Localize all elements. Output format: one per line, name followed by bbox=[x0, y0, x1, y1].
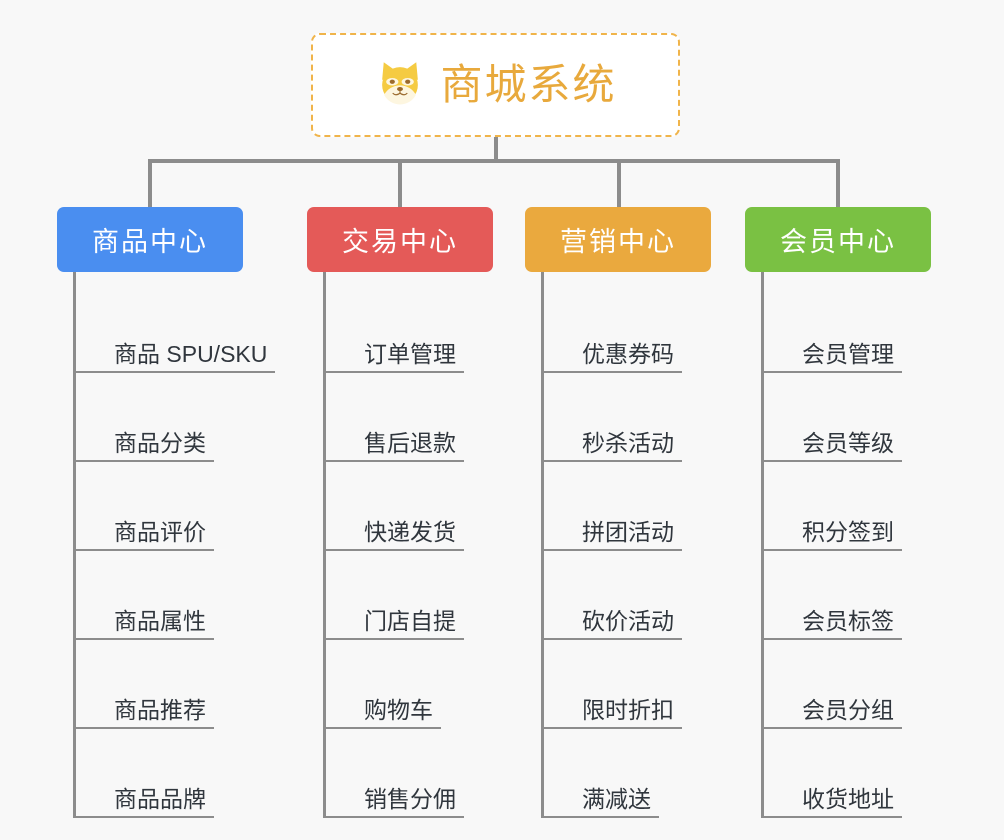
leaf-underline bbox=[76, 460, 214, 462]
leaf-label: 拼团活动 bbox=[582, 518, 674, 545]
leaf-underline bbox=[326, 816, 464, 818]
leaf-underline bbox=[544, 549, 682, 551]
leaf-item[interactable]: 优惠券码 bbox=[544, 284, 711, 373]
leaf-label: 会员标签 bbox=[802, 607, 894, 634]
branch-header-4[interactable]: 会员中心 bbox=[745, 207, 931, 272]
connector-drop-2 bbox=[398, 159, 402, 207]
leaf-underline bbox=[76, 816, 214, 818]
leaf-underline bbox=[76, 371, 275, 373]
leaf-label: 商品推荐 bbox=[114, 696, 206, 723]
branch-header-label: 商品中心 bbox=[92, 227, 208, 257]
branch-trade-center: 交易中心 订单管理 售后退款 快递发货 门店自提 购物车 bbox=[307, 207, 493, 818]
leaf-underline bbox=[764, 727, 902, 729]
leaf-underline bbox=[764, 549, 902, 551]
dog-face-icon bbox=[382, 62, 419, 105]
leaf-label: 收货地址 bbox=[802, 785, 894, 812]
leaf-label: 商品品牌 bbox=[114, 785, 206, 812]
leaf-label: 砍价活动 bbox=[582, 607, 674, 634]
branch-product-center: 商品中心 商品 SPU/SKU 商品分类 商品评价 商品属性 商品推荐 bbox=[57, 207, 275, 818]
leaf-item[interactable]: 快递发货 bbox=[326, 462, 493, 551]
leaf-label: 售后退款 bbox=[364, 429, 456, 456]
branch-marketing-center: 营销中心 优惠券码 秒杀活动 拼团活动 砍价活动 限时折扣 bbox=[525, 207, 711, 818]
leaf-label: 优惠券码 bbox=[582, 340, 674, 367]
leaf-underline bbox=[764, 371, 902, 373]
leaf-underline bbox=[764, 816, 902, 818]
branch-header-3[interactable]: 营销中心 bbox=[525, 207, 711, 272]
leaf-item[interactable]: 收货地址 bbox=[764, 729, 931, 818]
branch-header-label: 会员中心 bbox=[780, 227, 896, 257]
leaf-item[interactable]: 订单管理 bbox=[326, 284, 493, 373]
leaf-label: 秒杀活动 bbox=[582, 429, 674, 456]
leaf-list-3: 优惠券码 秒杀活动 拼团活动 砍价活动 限时折扣 满减送 bbox=[541, 272, 711, 818]
leaf-item[interactable]: 商品 SPU/SKU bbox=[76, 284, 275, 373]
leaf-underline bbox=[326, 371, 464, 373]
leaf-label: 门店自提 bbox=[364, 607, 456, 634]
leaf-label: 积分签到 bbox=[802, 518, 894, 545]
leaf-underline bbox=[544, 638, 682, 640]
leaf-label: 订单管理 bbox=[364, 340, 456, 367]
leaf-item[interactable]: 商品属性 bbox=[76, 551, 275, 640]
branch-header-label: 营销中心 bbox=[560, 227, 676, 257]
leaf-item[interactable]: 满减送 bbox=[544, 729, 711, 818]
leaf-list-1: 商品 SPU/SKU 商品分类 商品评价 商品属性 商品推荐 商品品牌 bbox=[73, 272, 275, 818]
leaf-item[interactable]: 砍价活动 bbox=[544, 551, 711, 640]
leaf-underline bbox=[326, 638, 464, 640]
leaf-underline bbox=[544, 371, 682, 373]
branch-member-center: 会员中心 会员管理 会员等级 积分签到 会员标签 会员分组 bbox=[745, 207, 931, 818]
leaf-label: 商品分类 bbox=[114, 429, 206, 456]
leaf-item[interactable]: 购物车 bbox=[326, 640, 493, 729]
leaf-item[interactable]: 商品推荐 bbox=[76, 640, 275, 729]
branch-header-1[interactable]: 商品中心 bbox=[57, 207, 243, 272]
leaf-item[interactable]: 售后退款 bbox=[326, 373, 493, 462]
leaf-underline bbox=[326, 727, 441, 729]
leaf-item[interactable]: 会员分组 bbox=[764, 640, 931, 729]
leaf-label: 限时折扣 bbox=[582, 696, 674, 723]
leaf-item[interactable]: 商品分类 bbox=[76, 373, 275, 462]
leaf-item[interactable]: 销售分佣 bbox=[326, 729, 493, 818]
leaf-underline bbox=[544, 816, 659, 818]
leaf-label: 会员管理 bbox=[802, 340, 894, 367]
leaf-item[interactable]: 商品品牌 bbox=[76, 729, 275, 818]
leaf-underline bbox=[326, 460, 464, 462]
root-title: 商城系统 bbox=[440, 61, 617, 108]
leaf-label: 会员等级 bbox=[802, 429, 894, 456]
connector-drop-3 bbox=[617, 159, 621, 207]
leaf-list-4: 会员管理 会员等级 积分签到 会员标签 会员分组 收货地址 bbox=[761, 272, 931, 818]
leaf-underline bbox=[326, 549, 464, 551]
leaf-item[interactable]: 门店自提 bbox=[326, 551, 493, 640]
leaf-underline bbox=[764, 638, 902, 640]
leaf-underline bbox=[544, 727, 682, 729]
leaf-label: 快递发货 bbox=[364, 518, 456, 545]
leaf-item[interactable]: 会员等级 bbox=[764, 373, 931, 462]
leaf-label: 会员分组 bbox=[802, 696, 894, 723]
leaf-label: 销售分佣 bbox=[364, 785, 456, 812]
leaf-item[interactable]: 商品评价 bbox=[76, 462, 275, 551]
leaf-label: 商品 SPU/SKU bbox=[114, 340, 268, 367]
leaf-underline bbox=[544, 460, 682, 462]
connector-root-stem bbox=[494, 137, 498, 161]
leaf-item[interactable]: 秒杀活动 bbox=[544, 373, 711, 462]
leaf-underline bbox=[76, 638, 214, 640]
leaf-underline bbox=[764, 460, 902, 462]
branch-header-2[interactable]: 交易中心 bbox=[307, 207, 493, 272]
root-node[interactable]: 商城系统 bbox=[311, 33, 680, 137]
branch-header-label: 交易中心 bbox=[342, 227, 458, 257]
connector-horizontal-bus bbox=[150, 159, 840, 163]
leaf-item[interactable]: 会员标签 bbox=[764, 551, 931, 640]
leaf-label: 满减送 bbox=[582, 785, 651, 812]
leaf-label: 商品评价 bbox=[114, 518, 206, 545]
connector-drop-1 bbox=[148, 159, 152, 207]
leaf-underline bbox=[76, 727, 214, 729]
leaf-label: 商品属性 bbox=[114, 607, 206, 634]
leaf-item[interactable]: 会员管理 bbox=[764, 284, 931, 373]
leaf-label: 购物车 bbox=[364, 696, 433, 723]
leaf-item[interactable]: 限时折扣 bbox=[544, 640, 711, 729]
leaf-list-2: 订单管理 售后退款 快递发货 门店自提 购物车 销售分佣 bbox=[323, 272, 493, 818]
leaf-item[interactable]: 积分签到 bbox=[764, 462, 931, 551]
leaf-underline bbox=[76, 549, 214, 551]
leaf-item[interactable]: 拼团活动 bbox=[544, 462, 711, 551]
connector-drop-4 bbox=[836, 159, 840, 207]
